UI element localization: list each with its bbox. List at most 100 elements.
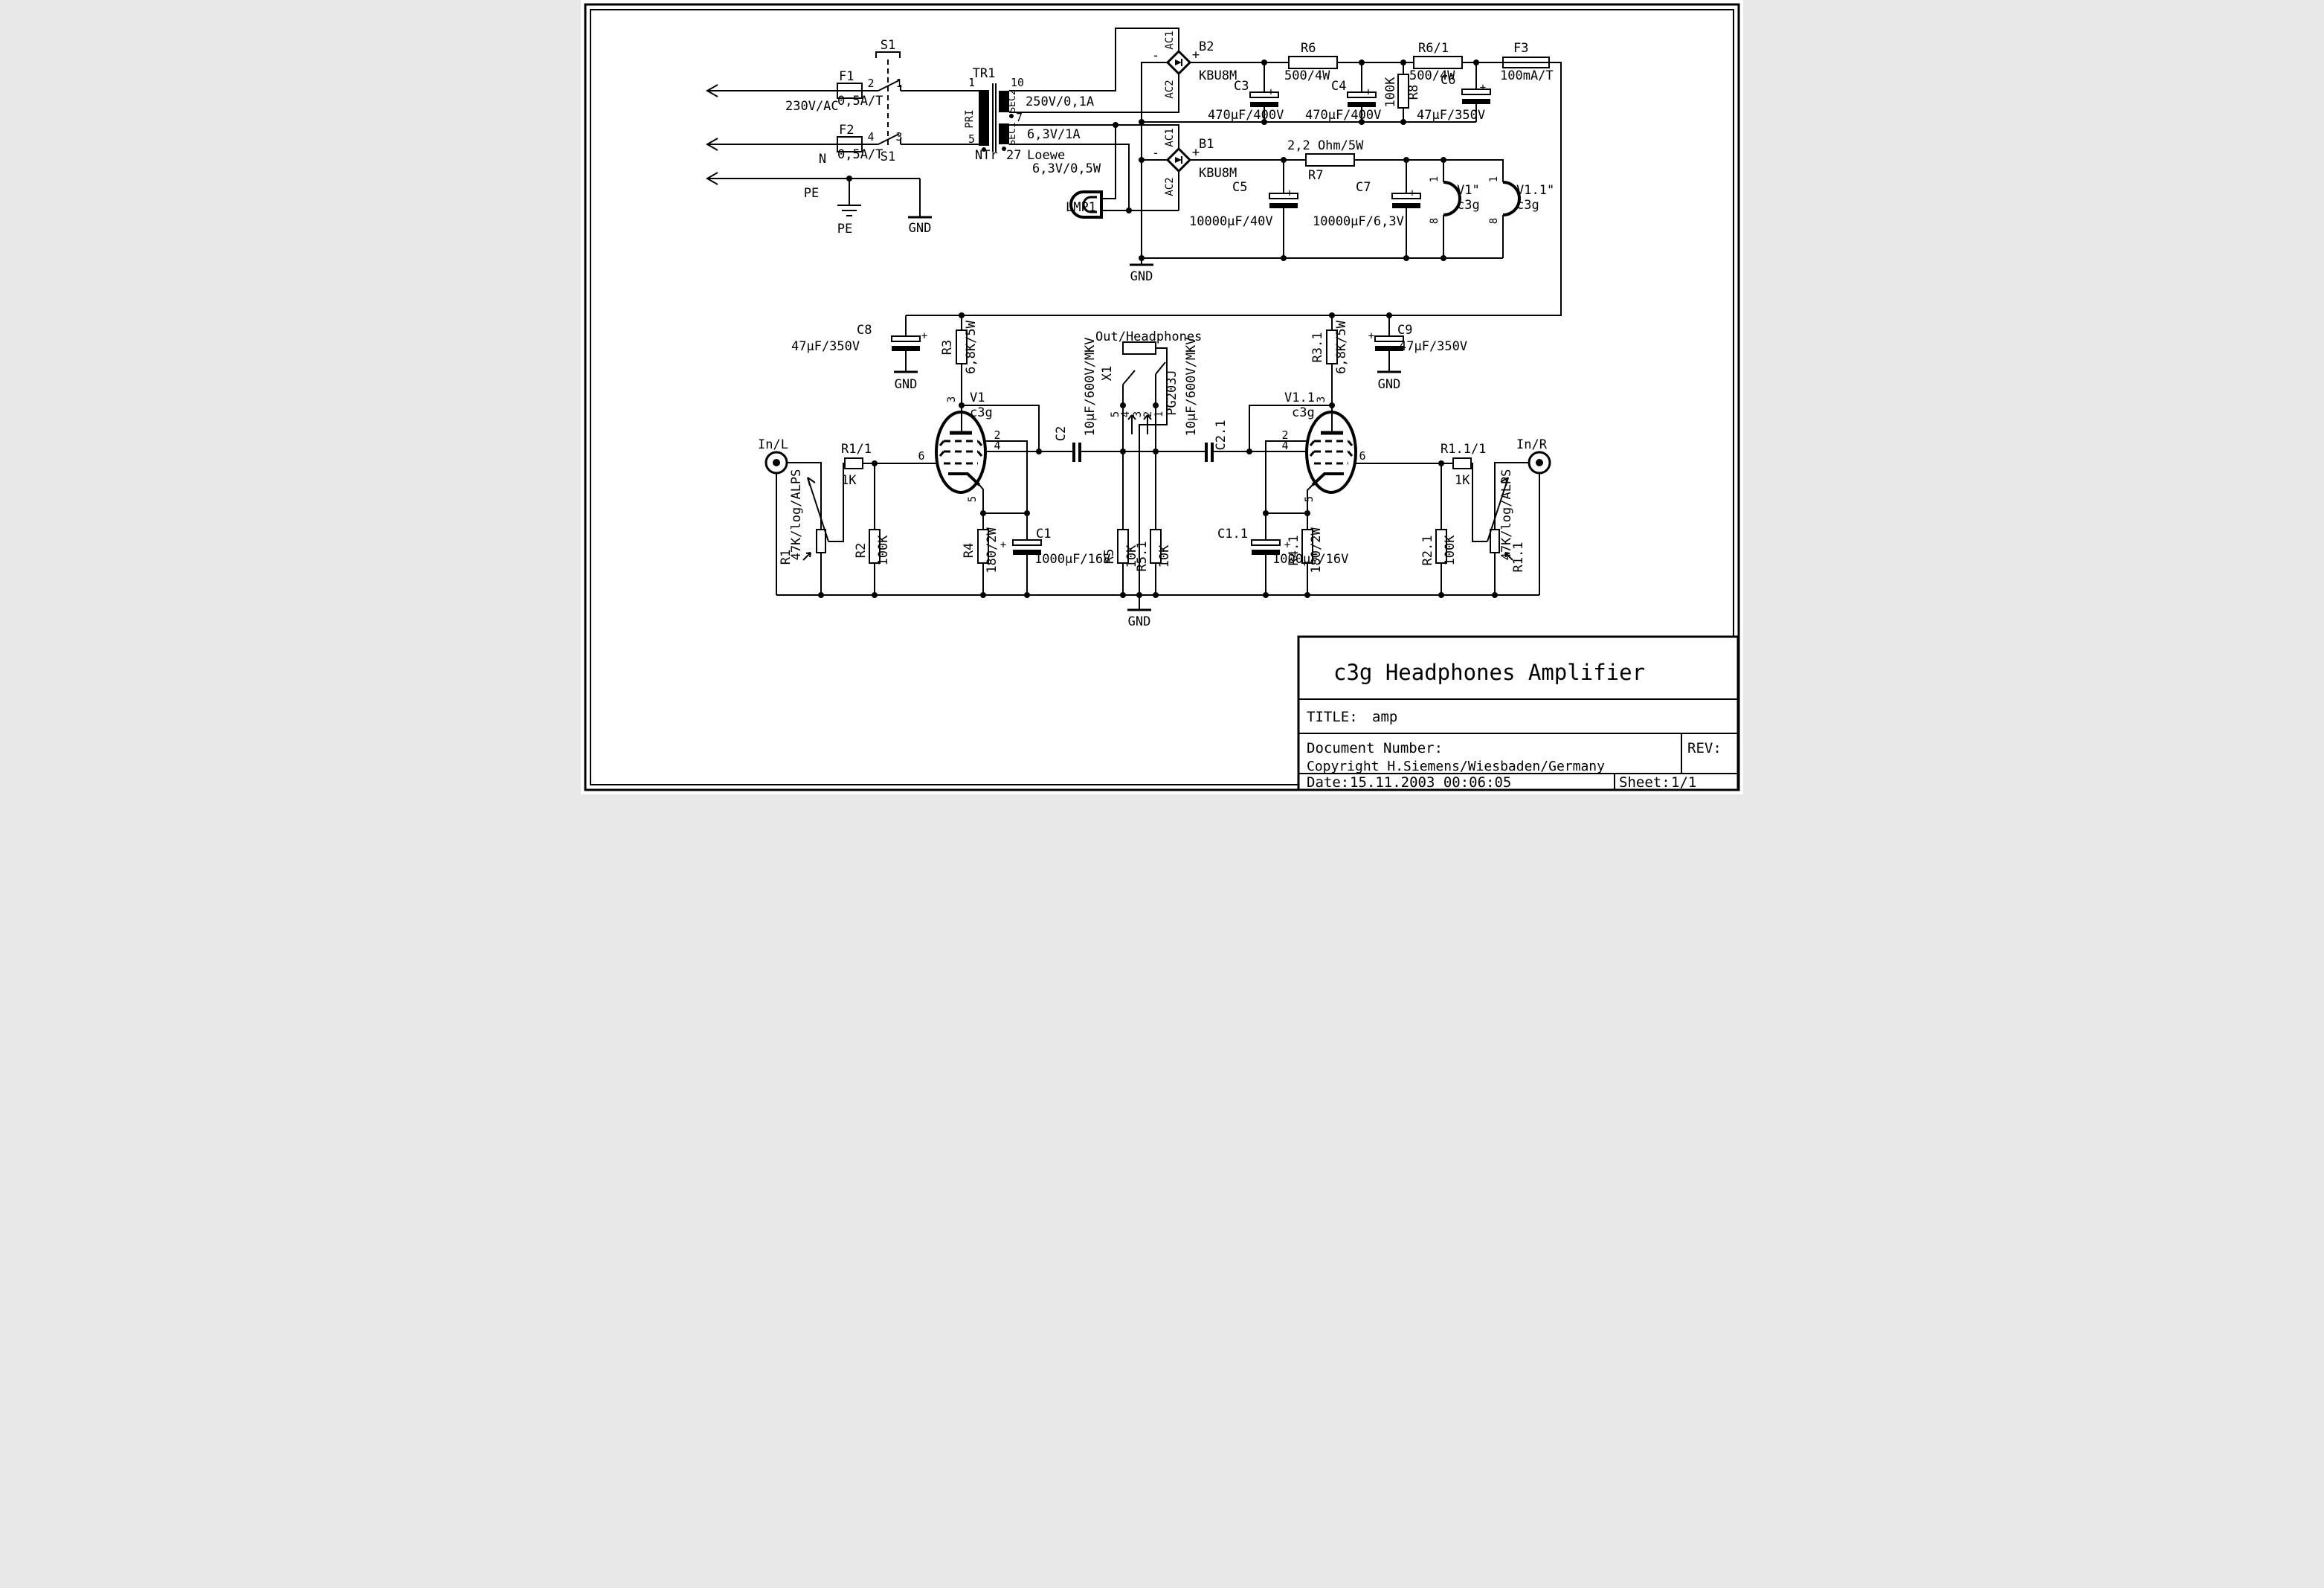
- lamp-lmp1: [1069, 125, 1116, 219]
- tube-v1: [863, 405, 1074, 513]
- copyright: Copyright H.Siemens/Wiesbaden/Germany: [1307, 759, 1605, 774]
- primary-winding: [979, 90, 989, 146]
- label-v11h-type: c3g: [1516, 198, 1539, 213]
- label-c2-1: C2.1: [1214, 420, 1229, 451]
- label-v1-type: c3g: [970, 405, 993, 420]
- label-c6-plus: +: [1480, 82, 1486, 94]
- label-r2: R2: [854, 543, 869, 558]
- resistor-r8: [1397, 74, 1409, 109]
- cap-c8: [891, 335, 921, 342]
- label-pg203j: PG203J: [1165, 370, 1179, 415]
- rev-label: REV:: [1687, 740, 1722, 756]
- resistor-r1-1-1: [1452, 457, 1472, 469]
- label-r6-value: 500/4W: [1284, 68, 1330, 83]
- pot-r1: [816, 529, 826, 553]
- label-b2-part: KBU8M: [1199, 68, 1237, 83]
- label-v11-type: c3g: [1292, 405, 1315, 420]
- title-block: c3g Headphones Amplifier TITLE: amp Docu…: [1297, 635, 1739, 791]
- label-r3: R3: [940, 340, 955, 355]
- schematic-canvas: S1 230V/AC F1 0,5A/T 2 1 F2 0,5A/T 4 3 S…: [584, 3, 1740, 791]
- label-r4: R4: [962, 543, 976, 558]
- label-c3: C3: [1234, 79, 1249, 94]
- resistor-r6: [1288, 56, 1338, 69]
- label-x1: X1: [1100, 366, 1115, 381]
- label-c3-value: 470µF/400V: [1208, 108, 1284, 123]
- cap-c5: [1269, 193, 1298, 199]
- cap-c2: [1072, 443, 1081, 462]
- label-r3-value: 6,8K/5W: [964, 320, 979, 373]
- wiper-arrow-icon: [807, 477, 816, 486]
- label-r5-1-value: 10K: [1157, 544, 1172, 568]
- cap-c9: [1374, 335, 1404, 342]
- label-c7-plus: +: [1409, 187, 1415, 199]
- label-r1-value: 47K/log/ALPS: [789, 469, 804, 561]
- cathode-network-left: [977, 512, 1042, 595]
- schematic-page: S1 230V/AC F1 0,5A/T 2 1 F2 0,5A/T 4 3 S…: [581, 0, 1743, 794]
- heater-v1-1: [1502, 181, 1521, 216]
- sheet-value: 1/1: [1671, 774, 1696, 791]
- label-r1-1b: R1.1: [1511, 542, 1526, 573]
- label-x1-pin1: 1: [1153, 411, 1165, 417]
- x1-contact-4-arrow: [1127, 414, 1136, 434]
- label-b1: B1: [1199, 137, 1214, 152]
- label-r1: R1: [779, 550, 794, 565]
- label-f2: F2: [839, 123, 854, 138]
- label-c2-value: 10µF/600V/MKV: [1083, 337, 1098, 436]
- label-s1-top: S1: [881, 38, 895, 53]
- label-gnd-psu: GND: [1130, 269, 1153, 284]
- cap-c7: [1391, 193, 1421, 199]
- label-b1-part: KBU8M: [1199, 166, 1237, 181]
- label-v1-pin5: 5: [967, 496, 979, 502]
- label-c4-value: 470µF/400V: [1305, 108, 1381, 123]
- label-f2-value: 0,5A/T: [837, 147, 883, 162]
- label-in-l: In/L: [758, 437, 788, 452]
- label-27: 27: [1006, 148, 1021, 163]
- resistor-r4-1: [1301, 529, 1313, 564]
- resistor-r5: [1117, 529, 1129, 564]
- label-v1h-pin1: 1: [1429, 176, 1441, 182]
- junction-dots: [818, 60, 1498, 598]
- grids: [1314, 440, 1348, 465]
- pe-earth-icon: [837, 179, 861, 216]
- label-x1-pin2: 2: [1142, 411, 1154, 417]
- label-r11-value: 47K/log/ALPS: [1499, 469, 1514, 561]
- label-c1-value: 1000µF/16V: [1034, 552, 1110, 567]
- label-v11h-pin8: 8: [1488, 218, 1500, 224]
- x1-contact-1: [1155, 361, 1166, 451]
- label-pe2: PE: [837, 222, 852, 237]
- label-out-headphones: Out/Headphones: [1095, 330, 1202, 344]
- resistor-r2: [869, 529, 881, 564]
- sheet-label: Sheet:: [1619, 774, 1670, 791]
- resistor-r4: [977, 529, 989, 564]
- label-c5: C5: [1232, 180, 1247, 195]
- sec2-winding: [999, 91, 1009, 112]
- mains-arrow-icons: [705, 84, 718, 185]
- page-border: [584, 3, 1740, 791]
- adjust-arrow-icon: [1504, 552, 1513, 561]
- label-v11h: V1.1": [1516, 183, 1554, 198]
- label-c7-value: 10000µF/6,3V: [1313, 214, 1404, 229]
- label-r7-value: 2,2 Ohm/5W: [1287, 138, 1364, 153]
- resistor-r3: [956, 330, 968, 364]
- label-c6-value: 47µF/350V: [1417, 108, 1485, 123]
- sec1-winding: [999, 123, 1009, 144]
- label-b1-ac2: AC2: [1164, 177, 1176, 196]
- wiper-arrow-icon: [1500, 477, 1509, 486]
- label-s1-bottom: S1: [881, 150, 895, 164]
- label-sec1: SEC1: [1007, 122, 1018, 145]
- label-tr1-pin7: 7: [1016, 111, 1023, 124]
- label-r8: R8: [1406, 85, 1421, 100]
- label-r6-1: R6/1: [1418, 41, 1449, 56]
- label-in-r: In/R: [1516, 437, 1548, 452]
- core: [992, 83, 997, 152]
- label-c8-value: 47µF/350V: [791, 339, 860, 354]
- label-v1: V1: [970, 390, 985, 405]
- label-tr1-pin5: 5: [968, 132, 975, 146]
- label-v1h: V1": [1457, 183, 1480, 198]
- label-r2-value: 100K: [876, 535, 891, 566]
- label-loewe: Loewe: [1027, 148, 1065, 163]
- label-r2-1: R2.1: [1420, 536, 1435, 566]
- label-r11-1: R1.1/1: [1441, 442, 1486, 457]
- label-tr1: TR1: [973, 66, 996, 81]
- label-b2: B2: [1199, 39, 1214, 54]
